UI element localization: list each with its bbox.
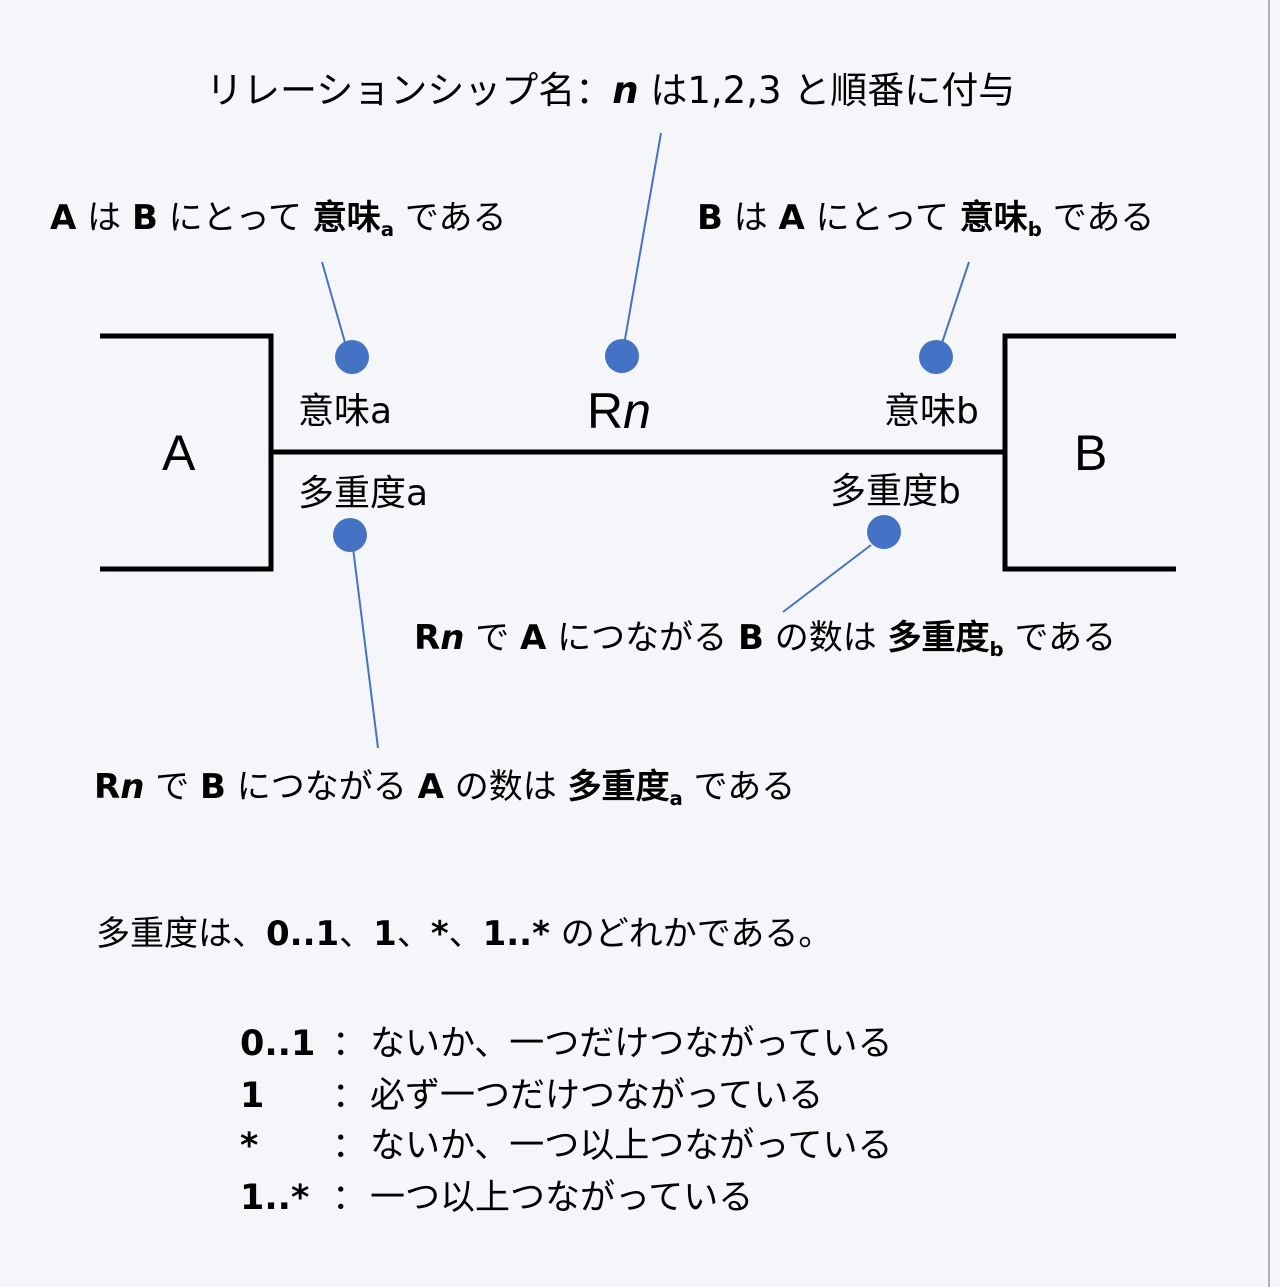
title-suffix: は1,2,3 と順番に付与: [638, 69, 1016, 112]
leader-meaning-b: [940, 261, 970, 347]
meaning-a-bold: 意味: [312, 198, 381, 238]
mult-a-t4: である: [682, 767, 796, 807]
legend-colon: ：: [332, 1076, 368, 1116]
mult-a-ent2: A: [417, 767, 444, 807]
title-prefix: リレーションシップ名：: [206, 69, 613, 112]
dot-mult-b: [867, 515, 901, 549]
meaning-a-sub: a: [380, 217, 395, 241]
leader-title: [623, 132, 662, 346]
relationship-r: R: [587, 383, 624, 439]
meaning-b-t1: は: [722, 198, 779, 238]
options-sep1: 、: [339, 914, 374, 954]
mult-a-note: Rn で B につながる A の数は 多重度a である: [94, 770, 795, 809]
mult-b-ent2: B: [737, 618, 764, 658]
meaning-b-bold: 意味: [959, 198, 1028, 238]
dot-meaning-b: [919, 340, 953, 374]
leader-mult-a: [352, 547, 379, 749]
mult-b-label: 多重度b: [830, 471, 961, 512]
options-v4: 1..*: [482, 914, 550, 954]
mult-a-t3: の数は: [443, 767, 568, 807]
options-prefix: 多重度は、: [96, 914, 266, 954]
relationship-name-note: リレーションシップ名：n は1,2,3 と順番に付与: [206, 72, 1015, 109]
meaning-a-t2: にとって: [157, 198, 313, 238]
options-sep2: 、: [396, 914, 431, 954]
mult-b-r: R: [414, 618, 441, 658]
dot-mult-a: [333, 518, 367, 552]
legend-colon: ：: [332, 1024, 368, 1064]
meaning-a-label: 意味a: [298, 391, 393, 432]
dot-relationship: [605, 339, 639, 373]
dot-meaning-a: [335, 340, 369, 374]
mult-a-r: R: [94, 767, 121, 807]
multiplicity-options: 多重度は、0..1、1、*、1..* のどれかである。: [96, 917, 832, 951]
meaning-a-ent1: A: [50, 198, 77, 238]
page-right-border: [1268, 0, 1270, 1287]
mult-b-t3: の数は: [763, 618, 888, 658]
meaning-a-ent2: B: [131, 198, 158, 238]
legend-row: 0..1 ：ないか、一つだけつながっている: [240, 1027, 893, 1062]
meaning-b-t3: である: [1041, 198, 1155, 238]
meaning-b-label: 意味b: [884, 391, 979, 432]
options-suffix: のどれかである。: [549, 914, 833, 954]
entity-b-label: B: [1074, 425, 1108, 481]
mult-b-note: Rn で A につながる B の数は 多重度b である: [414, 621, 1116, 660]
legend-colon: ：: [332, 1126, 368, 1166]
options-v2: 1: [373, 914, 397, 954]
mult-b-t1: で: [464, 618, 521, 658]
meaning-a-t3: である: [394, 198, 507, 238]
legend-row: 1..* ：一つ以上つながっている: [240, 1181, 753, 1216]
legend-desc: ないか、一つ以上つながっている: [370, 1126, 893, 1166]
meaning-a-t1: は: [76, 198, 132, 238]
title-var: n: [612, 69, 639, 112]
meaning-b-note: B は A にとって 意味b である: [697, 201, 1154, 240]
meaning-b-ent1: B: [697, 198, 723, 238]
legend-colon: ：: [332, 1178, 368, 1218]
mult-b-t4: である: [1003, 618, 1117, 658]
meaning-a-note: A は B にとって 意味a である: [50, 201, 507, 240]
mult-b-sub: b: [989, 637, 1004, 661]
relationship-n: n: [623, 383, 651, 439]
mult-a-n: n: [120, 767, 145, 807]
options-sep3: 、: [448, 914, 483, 954]
meaning-b-sub: b: [1027, 217, 1042, 241]
legend-code: 1..*: [240, 1178, 310, 1218]
relationship-label: Rn: [587, 386, 651, 436]
legend-desc: ないか、一つだけつながっている: [370, 1024, 893, 1064]
legend-desc: 一つ以上つながっている: [370, 1178, 754, 1218]
legend-row: 1 ：必ず一つだけつながっている: [240, 1079, 823, 1114]
legend-desc: 必ず一つだけつながっている: [370, 1076, 824, 1116]
mult-a-ent1: B: [200, 767, 226, 807]
legend-row: * ：ないか、一つ以上つながっている: [240, 1129, 893, 1164]
mult-b-ent1: A: [520, 618, 547, 658]
legend-code: 1: [240, 1076, 265, 1116]
meaning-b-ent2: A: [778, 198, 805, 238]
mult-a-t2: につながる: [225, 767, 418, 807]
mult-a-sub: a: [669, 786, 683, 810]
legend-code: *: [240, 1126, 259, 1166]
options-v1: 0..1: [266, 914, 340, 954]
entity-a-label: A: [162, 425, 196, 481]
mult-a-bold: 多重度: [567, 767, 670, 807]
meaning-b-t2: にとって: [804, 198, 960, 238]
mult-b-n: n: [440, 618, 465, 658]
mult-b-bold: 多重度: [887, 618, 990, 658]
leader-mult-b: [782, 544, 872, 613]
mult-a-t1: で: [144, 767, 201, 807]
leader-meaning-a: [321, 261, 347, 347]
legend-code: 0..1: [240, 1024, 316, 1064]
mult-b-t2: につながる: [546, 618, 738, 658]
options-v3: *: [430, 914, 449, 954]
mult-a-label: 多重度a: [298, 473, 429, 514]
